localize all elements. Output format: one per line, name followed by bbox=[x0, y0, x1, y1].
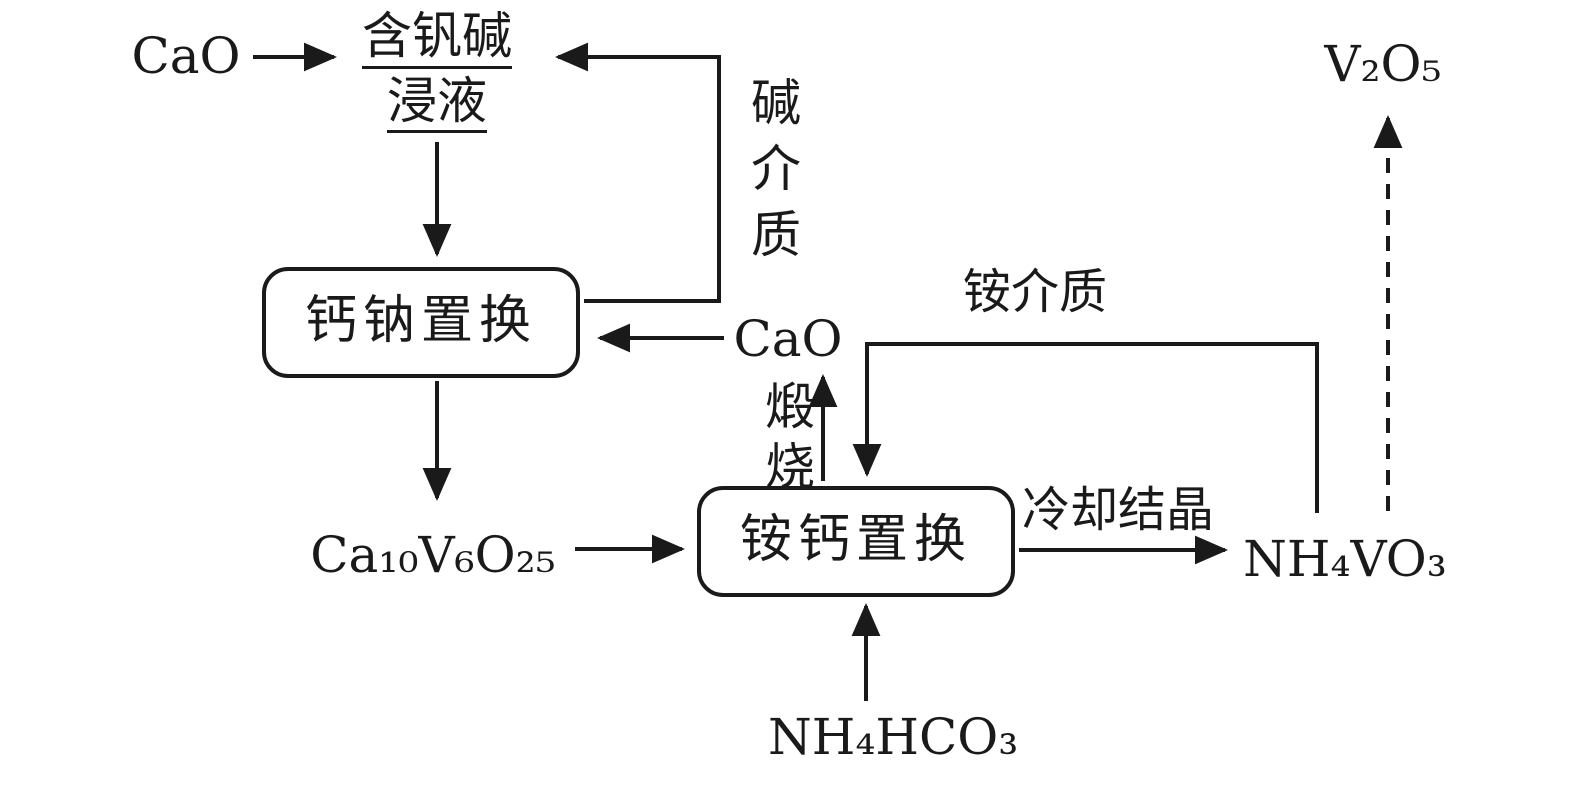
leach-solution-line2: 浸液 bbox=[387, 74, 487, 133]
node-leach-solution: 含钒碱 浸液 bbox=[327, 10, 547, 139]
label-ammonium-medium: 铵介质 bbox=[962, 266, 1107, 319]
node-v2o5: V₂O₅ bbox=[1324, 35, 1442, 93]
node-cao-recycle: CaO bbox=[733, 310, 843, 368]
node-nh4vo3: NH₄VO₃ bbox=[1243, 530, 1447, 588]
leach-solution-line1: 含钒碱 bbox=[362, 10, 512, 69]
arrow-ammonium-medium-recycle bbox=[852, 342, 1319, 513]
label-cooling-crystallization: 冷却结晶 bbox=[1022, 484, 1215, 537]
label-alkaline-medium: 碱介质 bbox=[744, 76, 800, 274]
arrow-alkaline-medium-recycle bbox=[555, 42, 721, 303]
process-box-nh4-ca-replacement: 铵钙置换 bbox=[697, 486, 1015, 597]
node-ca10v6o25: Ca₁₀V₆O₂₅ bbox=[310, 526, 556, 584]
node-nh4hco3: NH₄HCO₃ bbox=[768, 708, 1019, 766]
node-cao-feed: CaO bbox=[131, 27, 241, 85]
process-box-ca-na-replacement: 钙钠置换 bbox=[262, 267, 580, 378]
label-calcination: 煅烧 bbox=[758, 380, 814, 500]
